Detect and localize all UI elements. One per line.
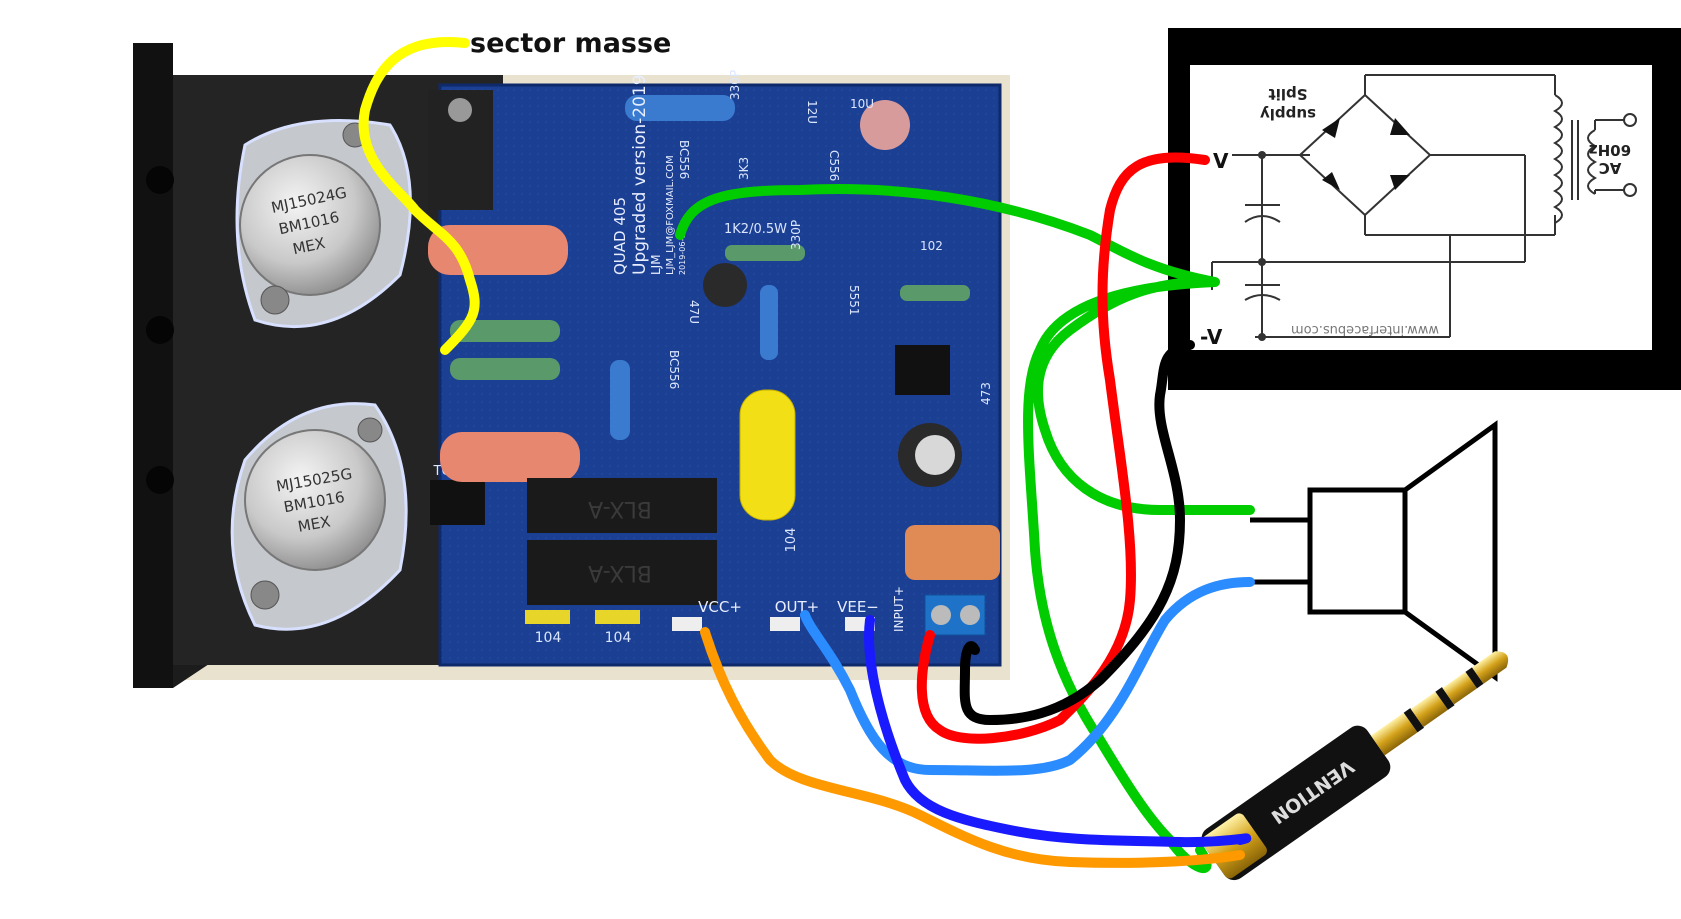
schematic-title-line2: Split bbox=[1269, 85, 1308, 103]
relay-b bbox=[527, 540, 717, 605]
pad-out-label: OUT+ bbox=[775, 598, 820, 616]
cap-12u: 12U bbox=[805, 100, 819, 124]
wire-red bbox=[916, 152, 1210, 744]
cap-104-b: 104 bbox=[605, 630, 632, 646]
wire-yellow bbox=[358, 36, 480, 355]
pcb-email: LJM_LJM@FOXMAIL.COM bbox=[665, 155, 676, 275]
wire-lightblue bbox=[800, 577, 1255, 776]
schematic-ac-line1: 60Hz bbox=[1589, 141, 1631, 159]
bc556-a: BC556 bbox=[677, 140, 691, 179]
schematic-pos-label: V bbox=[1213, 149, 1229, 173]
pad-vee-label: VEE− bbox=[837, 598, 879, 616]
cap-47u: 47U bbox=[687, 300, 701, 324]
wire-orange bbox=[700, 627, 1245, 868]
cap-10u: 10U bbox=[850, 97, 874, 111]
cap-330p-a: 330P bbox=[728, 70, 742, 100]
power-transistor-top: MJ15024G BM1016 MEX bbox=[235, 119, 412, 329]
relay-a-label: BLX-A bbox=[588, 496, 652, 521]
cap-330p-b: 330P bbox=[789, 220, 803, 250]
c556: C556 bbox=[827, 150, 841, 181]
cap-102: 102 bbox=[920, 239, 943, 253]
schematic-title-line1: supply bbox=[1260, 105, 1316, 123]
amplifier-board: MJ15024G BM1016 MEX MJ15025G BM1016 MEX … bbox=[133, 43, 1010, 688]
pcb-subtitle: Upgraded version-2019 bbox=[630, 74, 650, 275]
cap-473: 473 bbox=[979, 382, 993, 405]
speaker-icon bbox=[1250, 420, 1498, 682]
pad-vcc-label: VCC+ bbox=[698, 598, 742, 616]
relay-a bbox=[527, 478, 717, 533]
relay-b-label: BLX-A bbox=[588, 560, 652, 585]
cap-104-a: 104 bbox=[535, 630, 562, 646]
yellow-capacitor bbox=[739, 389, 796, 521]
wire-blue bbox=[864, 615, 1252, 848]
transistor-bottom-line3: MEX bbox=[296, 512, 331, 535]
schematic-watermark: www.interfacebus.com bbox=[1291, 322, 1439, 337]
bc556-b: BC556 bbox=[667, 350, 681, 389]
power-transistor-bottom: MJ15025G BM1016 MEX bbox=[230, 402, 408, 631]
pcb-date: 2019-06-06 bbox=[678, 229, 687, 276]
heatsink bbox=[133, 43, 173, 688]
audio-jack-plug: VENTION bbox=[1201, 651, 1509, 881]
cap-104-c: 104 bbox=[784, 528, 799, 553]
pcb-title: QUAD 405 bbox=[611, 197, 629, 275]
schematic-neg-label: -V bbox=[1200, 325, 1223, 349]
res-3k3: 3K3 bbox=[737, 157, 751, 180]
c5551: 5551 bbox=[847, 285, 861, 316]
schematic-ac-line2: AC bbox=[1599, 159, 1622, 177]
res-1k2: 1K2/0.5W bbox=[724, 222, 787, 237]
sector-masse-label: sector masse bbox=[470, 28, 671, 59]
pcb-maker: LJM bbox=[649, 254, 663, 275]
split-supply-schematic: supply Split V -V bbox=[1168, 28, 1681, 390]
wire-black bbox=[959, 340, 1195, 725]
pad-input-label: INPUT+ bbox=[892, 586, 906, 632]
